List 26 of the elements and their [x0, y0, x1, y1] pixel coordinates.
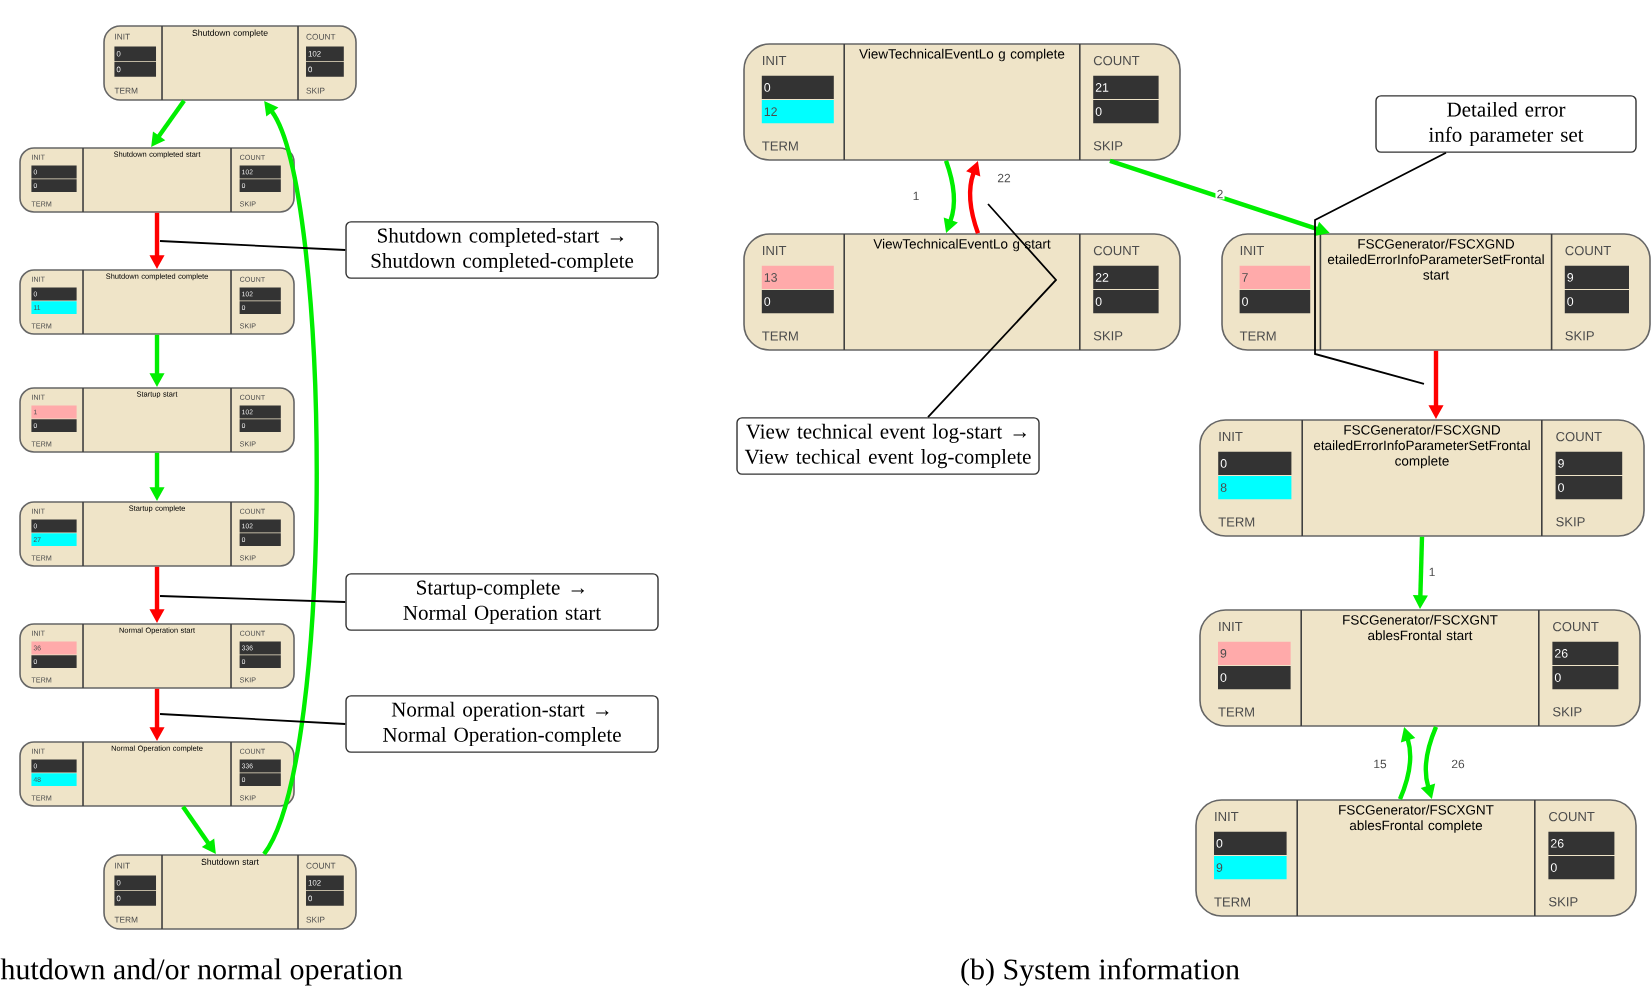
- state-box: [1195, 799, 1637, 917]
- state-box: [103, 854, 357, 930]
- leader-line: [159, 240, 347, 251]
- leader-line: [159, 595, 347, 603]
- state-box: [1199, 609, 1641, 727]
- state-box: [743, 233, 1181, 351]
- state-box: [1199, 419, 1645, 537]
- leader-line: [1314, 151, 1447, 385]
- state-box: [19, 741, 295, 807]
- state-box: [103, 25, 357, 101]
- state-box: [19, 387, 295, 453]
- callout-box: Startup-complete → Normal Operation start: [345, 573, 659, 631]
- state-box: [1221, 233, 1651, 351]
- callout-box: Detailed error info parameter set: [1375, 95, 1637, 153]
- leader-line: [927, 203, 1058, 419]
- state-box: [19, 623, 295, 689]
- state-box: [19, 269, 295, 335]
- state-box: [19, 501, 295, 567]
- leader-line: [159, 713, 347, 725]
- state-box: [743, 43, 1181, 161]
- subfigure-caption: hutdown and/or normal operation: [0, 958, 403, 986]
- callout-box: Normal operation-start → Normal Operation-complete: [345, 695, 659, 753]
- callout-box: Shutdown completed-start → Shutdown completed-complete: [345, 221, 659, 279]
- callout-box: View technical event log-start → View techical event log-complete: [736, 417, 1040, 475]
- subfigure-caption: (b) System information: [961, 958, 1240, 986]
- state-box: [19, 147, 295, 213]
